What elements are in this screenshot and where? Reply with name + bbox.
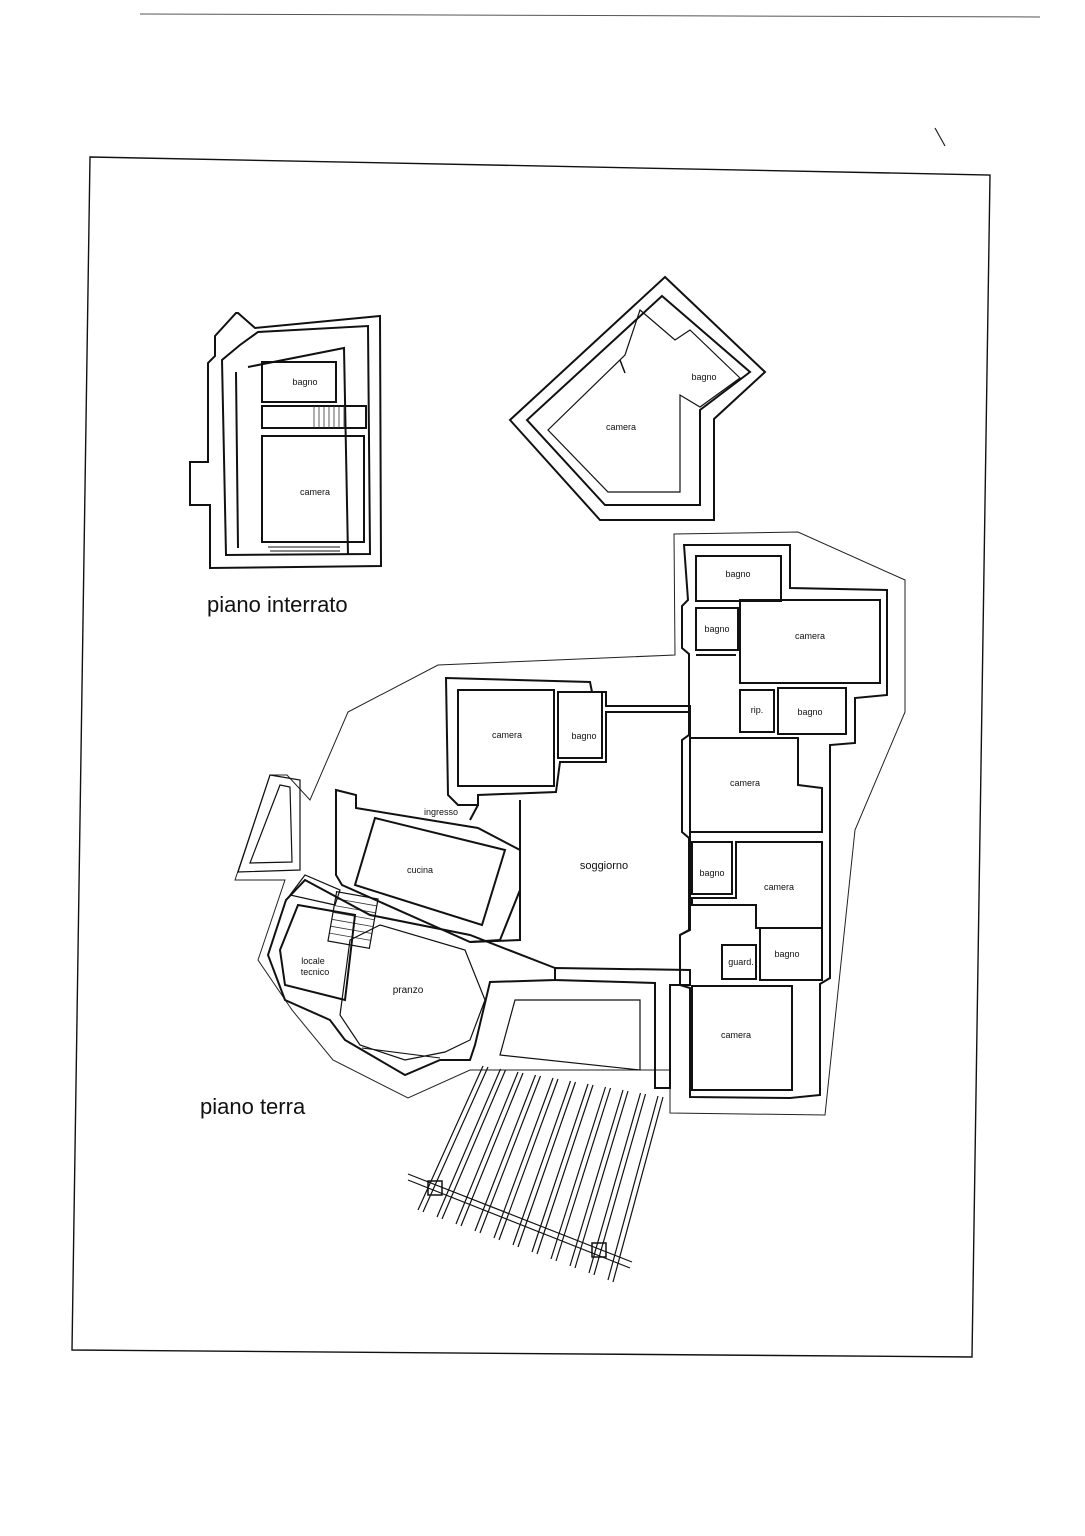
pergola-slat <box>474 1074 537 1232</box>
pergola-slat <box>422 1066 489 1213</box>
pergola-slat <box>593 1093 647 1276</box>
pergola-slat <box>517 1081 577 1248</box>
floor-title-ground: piano terra <box>200 1094 306 1119</box>
room-label-bagno: bagno <box>699 868 724 878</box>
room-label-pranzo: pranzo <box>393 985 424 996</box>
room-label-cucina: cucina <box>407 865 433 875</box>
pergola-structure <box>407 1065 664 1283</box>
pergola-slat <box>498 1078 559 1241</box>
room-label-bagno: bagno <box>571 731 596 741</box>
pergola-slat <box>550 1086 607 1260</box>
pergola-slat <box>612 1096 664 1283</box>
room-label-tecnico: tecnico <box>301 967 330 977</box>
pergola-slat <box>574 1090 629 1269</box>
basement-left-plan <box>189 312 383 570</box>
room-label-bagno: bagno <box>704 624 729 634</box>
pergola-slat <box>607 1095 659 1281</box>
pergola-slat <box>512 1080 572 1246</box>
pergola-slat <box>569 1089 624 1267</box>
room-label-bagno: bagno <box>691 372 716 382</box>
floor-title-basement: piano interrato <box>207 592 348 617</box>
pergola-slat <box>441 1069 507 1220</box>
room-label-camera: camera <box>764 882 794 892</box>
ground-site-outline <box>234 531 906 1116</box>
room-label-camera: camera <box>795 631 825 641</box>
pergola-slat <box>588 1092 642 1274</box>
room-label-bagno: bagno <box>725 569 750 579</box>
pergola-slat <box>493 1077 554 1239</box>
pergola-slat <box>479 1075 542 1234</box>
room-label-camera: camera <box>730 778 760 788</box>
pergola-slat <box>417 1065 484 1211</box>
room-label-rip: rip. <box>751 705 764 715</box>
room-label-locale: locale <box>301 956 325 966</box>
room-label-camera: camera <box>606 422 636 432</box>
room-label-camera: camera <box>300 487 330 497</box>
pergola-slat <box>455 1071 519 1225</box>
room-label-bagno: bagno <box>797 707 822 717</box>
room-label-camera: camera <box>492 730 522 740</box>
room-label-guard: guard. <box>728 957 754 967</box>
room-label-bagno: bagno <box>774 949 799 959</box>
pergola-slat <box>536 1084 594 1255</box>
basement-right-plan <box>508 275 767 521</box>
room-label-camera: camera <box>721 1030 751 1040</box>
room-label-soggiorno: soggiorno <box>580 860 628 872</box>
scan-line <box>139 13 1041 18</box>
pergola-slat <box>531 1083 589 1253</box>
sheet-frame <box>71 156 991 1358</box>
room-label-ingresso: ingresso <box>424 807 458 817</box>
room-label-bagno: bagno <box>292 377 317 387</box>
pergola-slat <box>436 1068 502 1218</box>
ground-central-area <box>237 676 691 1089</box>
scan-mark <box>934 127 946 147</box>
pergola-slat <box>460 1072 524 1227</box>
pergola-slat <box>555 1087 612 1262</box>
